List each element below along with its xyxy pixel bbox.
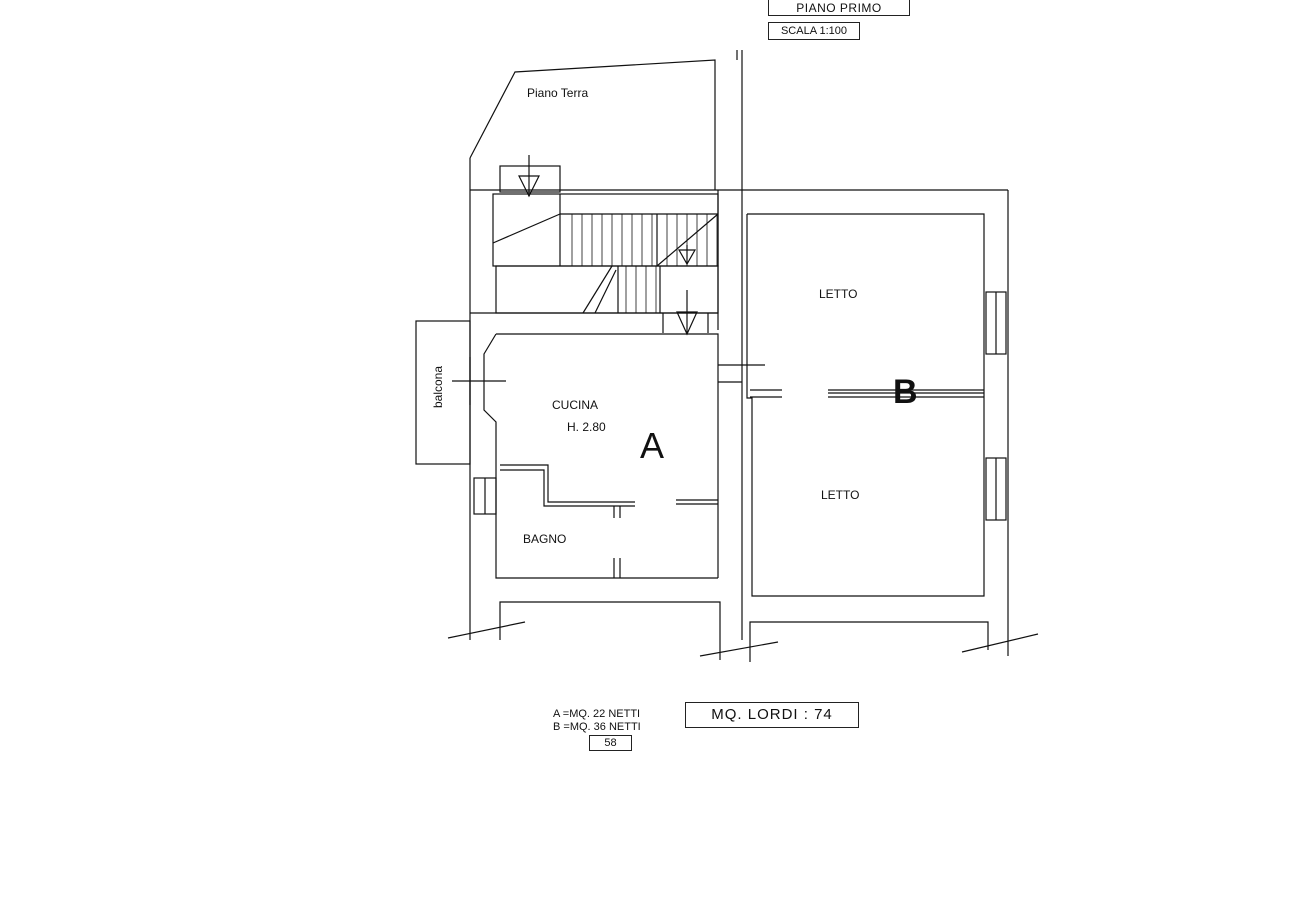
unit-a-marker: A [640,425,664,466]
area-total-box: 58 [589,735,632,751]
bedroom-label-upper: LETTO [819,287,857,301]
stair-arrows [518,155,698,336]
bedroom-label-lower: LETTO [821,488,859,502]
balcony [415,320,506,465]
balcony-label: balcona [431,366,445,408]
floor-name-box: PIANO PRIMO [768,0,910,16]
kitchen-walls [483,333,765,579]
kitchen-height-label: H. 2.80 [567,420,606,434]
lower-walls [447,601,1039,662]
ground-floor-label: Piano Terra [527,86,588,100]
kitchen-label: CUCINA [552,398,598,412]
bedroom-walls [746,213,1007,597]
area-b-line: B =MQ. 36 NETTI [553,721,641,733]
building-walls [469,189,1009,656]
staircase [492,165,719,333]
bathroom-label: BAGNO [523,532,566,546]
area-a-line: A =MQ. 22 NETTI [553,708,641,720]
unit-b-marker: B [893,373,918,411]
bathroom-walls [473,464,718,578]
stair-treads [571,214,718,313]
ground-floor-outline [469,50,743,190]
scale-box: SCALA 1:100 [768,22,860,40]
gross-area-box: MQ. LORDI : 74 [685,702,859,728]
